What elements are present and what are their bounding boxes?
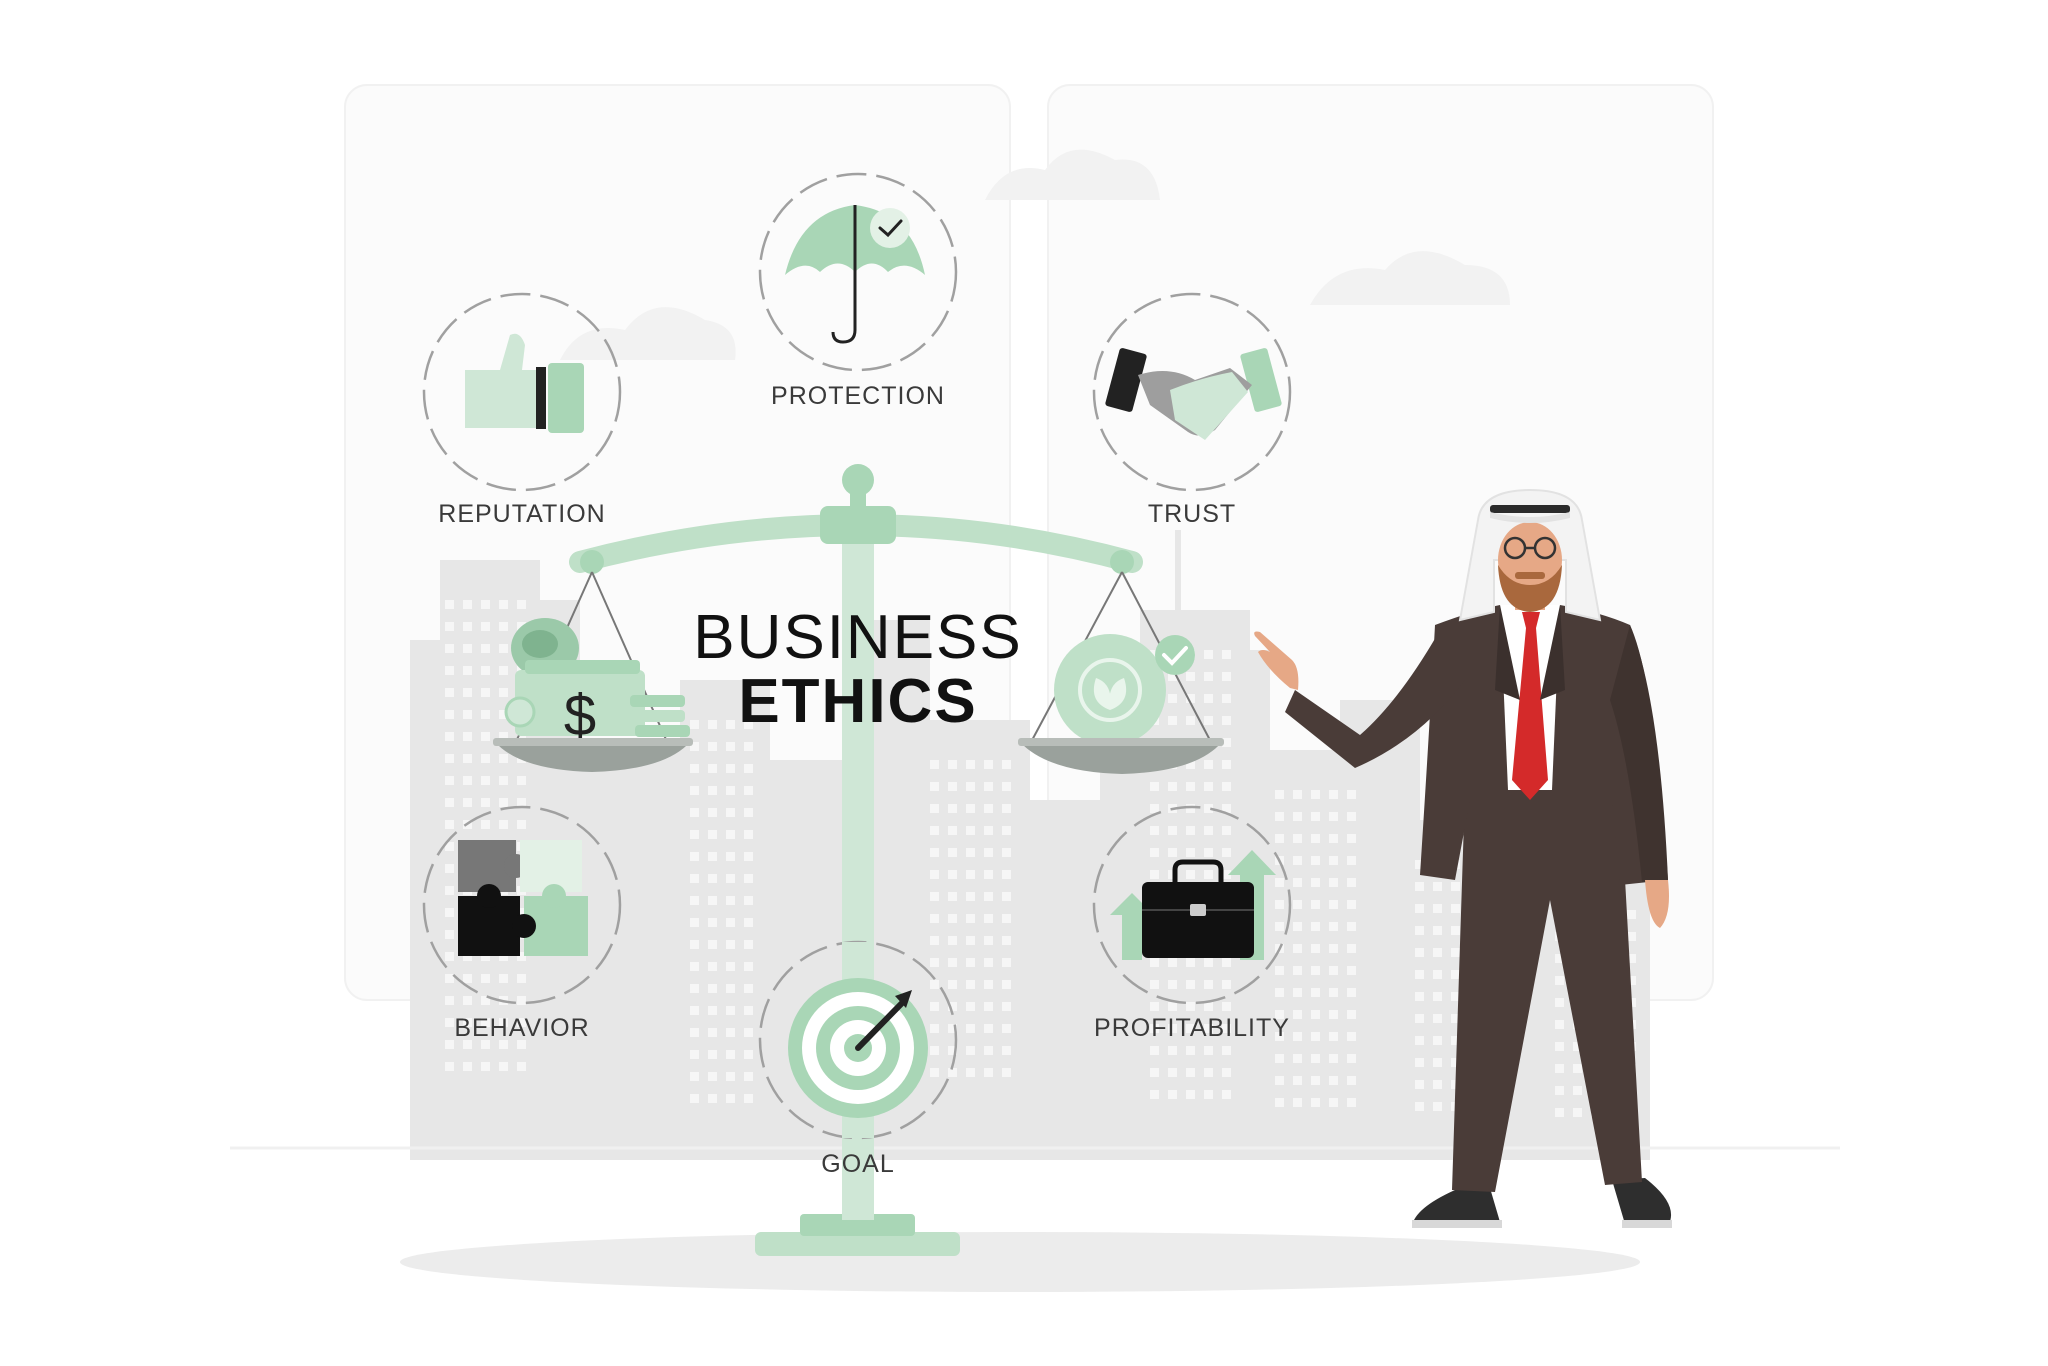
money-bag-icon: $ (504, 618, 690, 748)
left-pan: $ (493, 571, 693, 772)
agal-band (1490, 505, 1570, 513)
concept-goal: GOAL (758, 940, 958, 1178)
concept-behavior: BEHAVIOR (422, 805, 622, 1042)
eco-globe-check-icon (1054, 634, 1195, 746)
concept-label: PROTECTION (771, 382, 945, 410)
thumbs-up-icon (465, 333, 584, 433)
glasses (1503, 536, 1557, 560)
handshake-icon (1105, 348, 1282, 440)
concept-protection: PROTECTION (758, 172, 958, 410)
concept-trust: TRUST (1092, 292, 1292, 528)
concept-label: BEHAVIOR (454, 1014, 589, 1042)
ground-shadow (400, 1232, 1640, 1292)
target-icon (788, 978, 928, 1118)
pointing-hand (1254, 631, 1299, 690)
dollar-symbol: $ (564, 683, 596, 748)
right-arm (1610, 625, 1668, 882)
concept-label: REPUTATION (438, 500, 605, 528)
concept-label: TRUST (1148, 500, 1236, 528)
clouds (560, 149, 1510, 360)
face (1498, 522, 1562, 598)
puzzle-icon (458, 840, 588, 956)
skyline-windows (445, 600, 1636, 1117)
briefcase-growth-icon (1110, 850, 1276, 960)
left-shoe (1412, 1188, 1500, 1226)
scale-base (755, 1232, 960, 1256)
concept-label: PROFITABILITY (1094, 1014, 1290, 1042)
title-line-2: ETHICS (738, 667, 977, 736)
right-pan (1018, 571, 1224, 774)
trousers (1452, 790, 1642, 1192)
tie (1512, 612, 1548, 800)
concept-reputation: REPUTATION (422, 292, 622, 528)
businessman-figure (1254, 488, 1672, 1228)
right-shoe (1612, 1178, 1672, 1226)
umbrella-icon (785, 205, 925, 344)
mustache (1515, 572, 1545, 579)
title-line-1: BUSINESS (693, 603, 1023, 672)
concept-profitability: PROFITABILITY (1092, 805, 1292, 1042)
pointing-arm (1285, 630, 1465, 768)
concept-label: GOAL (821, 1150, 894, 1178)
beard (1498, 565, 1562, 612)
right-hand (1645, 880, 1669, 928)
